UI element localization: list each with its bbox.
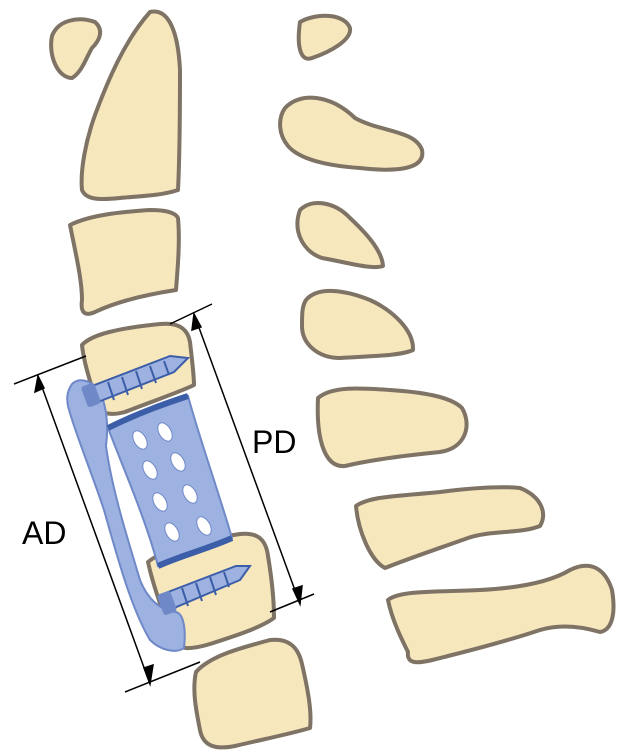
posterior-element-7 xyxy=(388,566,614,663)
posterior-element-2 xyxy=(280,98,422,170)
posterior-element-1 xyxy=(299,16,350,59)
ad-top-tick xyxy=(14,356,86,384)
pd-top-tick xyxy=(170,304,212,324)
posterior-element-5 xyxy=(318,388,467,466)
pd-bottom-tick xyxy=(270,594,314,612)
vertebra-c3-body xyxy=(70,210,179,314)
vertebra-small-top xyxy=(51,19,100,78)
posterior-elements xyxy=(280,16,613,663)
pd-arrowhead-top xyxy=(192,314,201,330)
vertebra-bottom xyxy=(194,640,310,748)
posterior-element-4 xyxy=(302,291,413,358)
label-ad: AD xyxy=(22,515,66,551)
posterior-element-6 xyxy=(356,487,543,568)
posterior-element-3 xyxy=(297,203,383,267)
ad-bottom-tick xyxy=(125,662,200,692)
label-pd: PD xyxy=(252,424,296,460)
